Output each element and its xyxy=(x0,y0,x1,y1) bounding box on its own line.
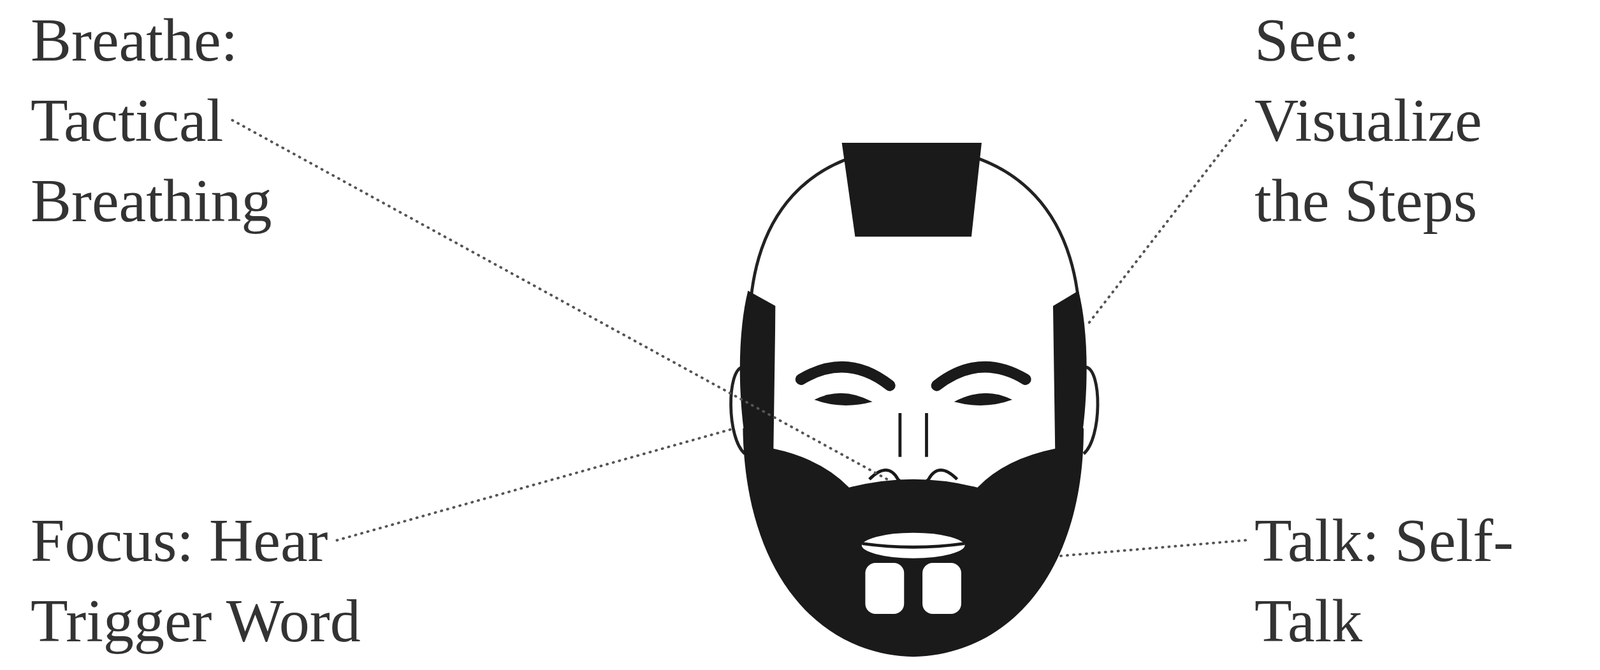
right-sideburn xyxy=(1053,290,1087,439)
callout-label: See: Visualize the Steps xyxy=(1254,0,1529,241)
callout-label: Talk: Self-Talk xyxy=(1254,500,1586,662)
left-eye xyxy=(814,393,873,406)
chin-right xyxy=(922,562,962,614)
callout-label: Breathe: Tactical Breathing xyxy=(30,0,375,241)
left-eyebrow xyxy=(801,367,890,386)
mohawk xyxy=(842,142,982,237)
leader-line xyxy=(1086,120,1246,328)
callout-label: Focus: Hear Trigger Word xyxy=(30,500,426,662)
nose xyxy=(869,413,958,488)
mouth-line xyxy=(862,543,965,548)
left-sideburn xyxy=(740,290,776,439)
face-skin xyxy=(773,305,1055,488)
mouth xyxy=(859,530,966,560)
right-eye xyxy=(954,393,1013,406)
chin-left xyxy=(865,562,904,614)
leader-line xyxy=(1060,540,1246,557)
leader-line xyxy=(232,120,888,480)
right-eyebrow xyxy=(937,367,1026,386)
leader-line xyxy=(337,428,735,541)
